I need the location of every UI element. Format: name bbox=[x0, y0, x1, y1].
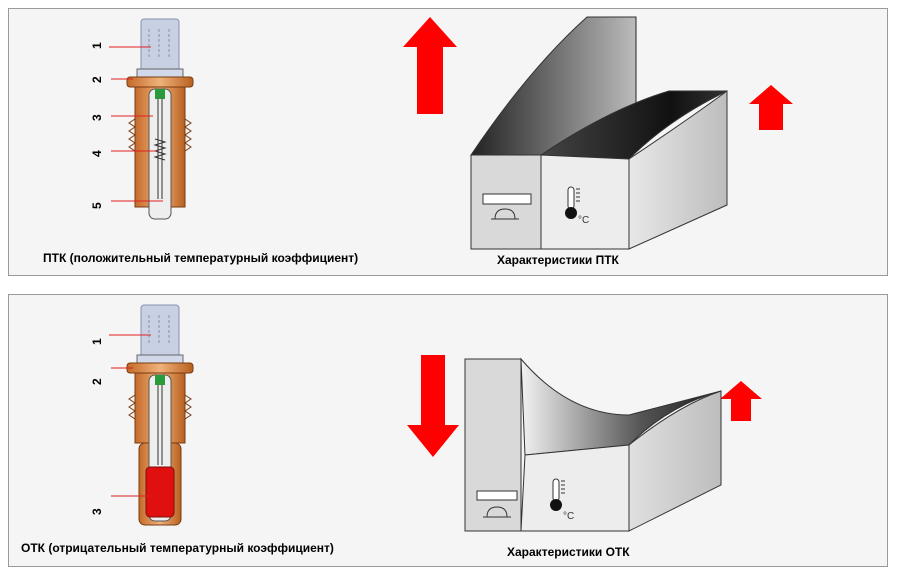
ptc-chart-caption: Характеристики ПТК bbox=[497, 253, 619, 267]
resistor-icon bbox=[482, 193, 532, 220]
ptc-part-2: 2 bbox=[90, 76, 104, 83]
ptc-part-5: 5 bbox=[90, 202, 104, 209]
ntc-sensor: 1 2 3 bbox=[90, 304, 194, 526]
up-arrow-icon bbox=[720, 381, 762, 421]
up-arrow-icon bbox=[403, 17, 457, 114]
thermometer-icon: °C bbox=[550, 478, 574, 522]
ntc-diagram: 1 2 3 ° bbox=[90, 304, 762, 532]
ptc-sensor-caption: ПТК (положительный температурный коэффиц… bbox=[43, 251, 359, 265]
ptc-sensor: 1 2 3 4 5 bbox=[90, 18, 194, 220]
resistor-icon bbox=[476, 490, 518, 518]
svg-text:°C: °C bbox=[563, 511, 574, 522]
ptc-panel: 1 2 3 4 5 bbox=[8, 8, 888, 276]
ptc-part-3: 3 bbox=[90, 114, 104, 121]
ntc-part-3: 3 bbox=[90, 508, 104, 515]
ptc-part-1: 1 bbox=[90, 42, 104, 49]
ntc-characteristic-block: °C bbox=[464, 357, 722, 532]
ptc-diagram: 1 2 3 4 5 bbox=[90, 16, 793, 250]
ptc-part-4: 4 bbox=[90, 150, 104, 157]
ntc-part-2: 2 bbox=[90, 378, 104, 385]
ntc-sensor-caption: ОТК (отрицательный температурный коэффиц… bbox=[21, 541, 334, 555]
ptc-characteristic-block: °C bbox=[470, 16, 728, 250]
thermometer-icon: °C bbox=[565, 186, 589, 226]
up-arrow-icon bbox=[749, 85, 793, 130]
ntc-panel: 1 2 3 ° bbox=[8, 294, 888, 567]
svg-text:°C: °C bbox=[578, 215, 589, 226]
ntc-part-1: 1 bbox=[90, 338, 104, 345]
ntc-chart-caption: Характеристики ОТК bbox=[507, 545, 630, 559]
down-arrow-icon bbox=[407, 355, 459, 457]
